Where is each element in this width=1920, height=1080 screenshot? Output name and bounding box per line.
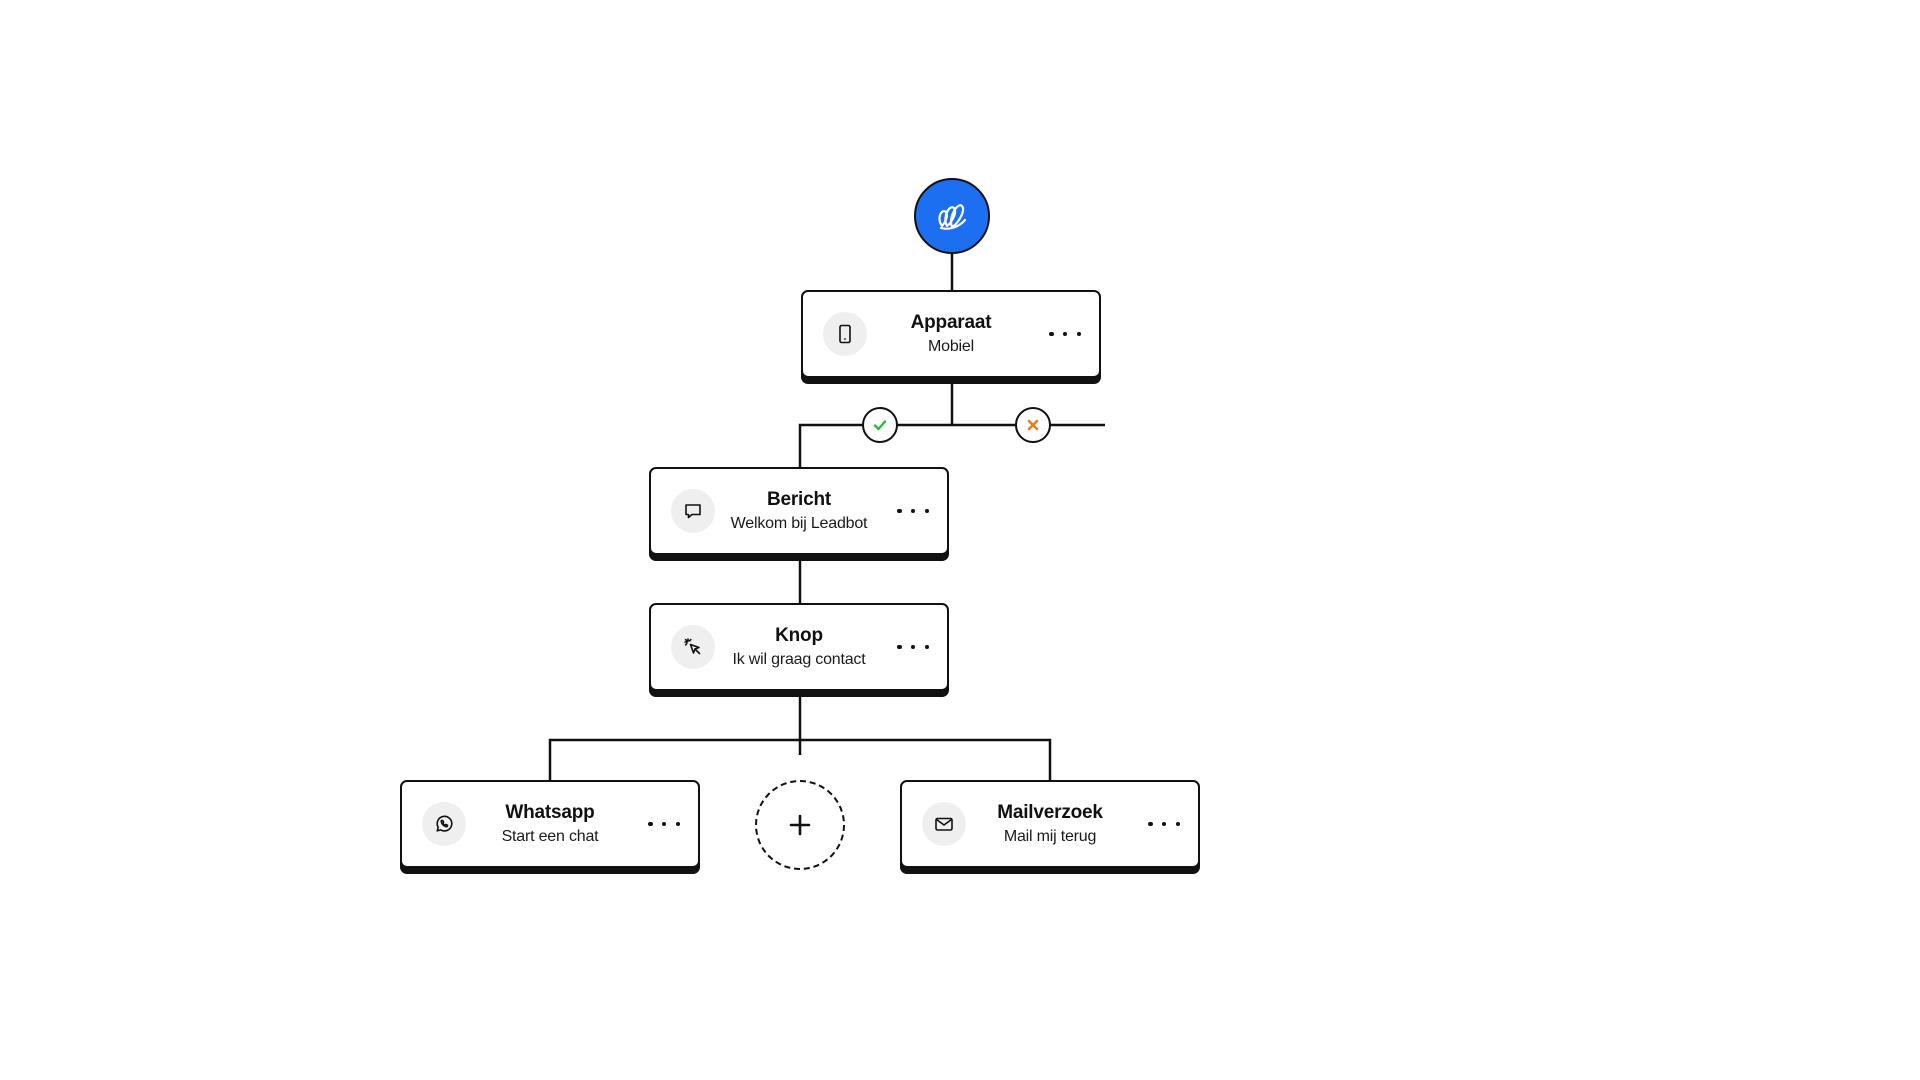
node-title: Mailverzoek (997, 802, 1103, 823)
node-bericht[interactable]: Bericht Welkom bij Leadbot (649, 467, 949, 555)
plus-icon (789, 814, 811, 836)
node-title: Bericht (766, 489, 832, 510)
more-options-icon[interactable] (1049, 322, 1081, 346)
condition-true-badge[interactable] (862, 407, 898, 443)
node-title: Whatsapp (505, 802, 595, 823)
node-mailverzoek[interactable]: Mailverzoek Mail mij terug (900, 780, 1200, 868)
add-node-button[interactable] (755, 780, 845, 870)
more-options-icon[interactable] (897, 499, 929, 523)
mail-icon (922, 802, 966, 846)
node-subtitle: Mobiel (928, 338, 974, 355)
node-subtitle: Welkom bij Leadbot (730, 515, 868, 532)
more-options-icon[interactable] (897, 635, 929, 659)
more-options-icon[interactable] (1148, 812, 1180, 836)
more-options-icon[interactable] (648, 812, 680, 836)
x-icon (1027, 419, 1039, 431)
message-icon (671, 489, 715, 533)
node-whatsapp[interactable]: Whatsapp Start een chat (400, 780, 700, 868)
connector-true-branch (798, 423, 952, 467)
whatsapp-icon (422, 802, 466, 846)
connector-knop-whatsapp (548, 738, 800, 780)
check-icon (873, 420, 887, 431)
smartphone-icon (823, 312, 867, 356)
start-node[interactable] (914, 178, 990, 254)
node-subtitle: Ik wil graag contact (732, 651, 866, 668)
node-subtitle: Start een chat (501, 828, 599, 845)
node-title: Apparaat (910, 312, 992, 333)
node-title: Knop (775, 625, 823, 646)
node-subtitle: Mail mij terug (1003, 828, 1097, 845)
condition-false-badge[interactable] (1015, 407, 1051, 443)
cursor-click-icon (671, 625, 715, 669)
connector-knop-mailverzoek (800, 738, 1052, 780)
leadbot-logo-icon (938, 204, 967, 230)
node-knop[interactable]: Knop Ik wil graag contact (649, 603, 949, 691)
node-apparaat[interactable]: Apparaat Mobiel (801, 290, 1101, 378)
